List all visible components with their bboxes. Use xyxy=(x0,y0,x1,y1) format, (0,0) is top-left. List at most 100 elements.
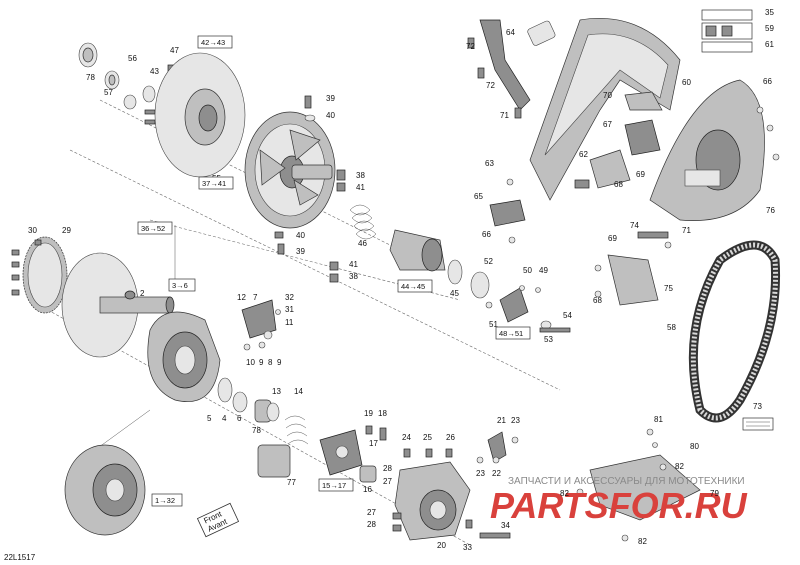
movable-sheave xyxy=(61,252,175,358)
callout-c20: 20 xyxy=(437,541,446,550)
callout-c46: 46 xyxy=(358,239,367,248)
callout-c9a: 9 xyxy=(259,358,264,367)
bushings-row xyxy=(217,377,309,478)
callout-c34: 34 xyxy=(501,521,510,530)
svg-text:48→51: 48→51 xyxy=(499,329,523,338)
part-number-callouts: 7856574347394055384130292464039413812732… xyxy=(28,8,775,552)
callout-c6: 6 xyxy=(237,414,242,423)
boxed-callout-b1517: 15→17 xyxy=(318,478,354,492)
callout-c82b: 82 xyxy=(560,489,569,498)
callout-c67: 67 xyxy=(603,120,612,129)
callout-c74: 74 xyxy=(630,221,639,230)
callout-c47: 47 xyxy=(170,46,179,55)
callout-c49: 49 xyxy=(539,266,548,275)
roller-arm xyxy=(241,299,281,351)
callout-c9b: 9 xyxy=(277,358,282,367)
callout-c78b: 78 xyxy=(252,426,261,435)
callout-c69a: 69 xyxy=(636,170,645,179)
callout-c31: 31 xyxy=(285,305,294,314)
callout-c23a: 23 xyxy=(511,416,520,425)
callout-c72a: 72 xyxy=(466,42,475,51)
ring-gear xyxy=(11,236,68,314)
clutch-spring xyxy=(274,204,446,283)
boxed-callout-b4851: 48→51 xyxy=(495,326,531,340)
callout-c81: 81 xyxy=(654,415,663,424)
callout-c57: 57 xyxy=(104,88,113,97)
callout-c17: 17 xyxy=(369,439,378,448)
callout-c40b: 40 xyxy=(296,231,305,240)
decal-73 xyxy=(742,417,774,431)
housing-cover xyxy=(392,448,511,541)
callout-c63: 63 xyxy=(485,159,494,168)
callout-c27b: 27 xyxy=(367,508,376,517)
sheave-parts-right xyxy=(447,259,571,333)
watermark: ЗАПЧАСТИ И АКСЕССУАРЫ ДЛЯ МОТОТЕХНИКИ PA… xyxy=(490,476,748,526)
callout-c39a: 39 xyxy=(326,94,335,103)
callout-c73: 73 xyxy=(753,402,762,411)
callout-c79: 79 xyxy=(710,489,719,498)
callout-c82c: 82 xyxy=(638,537,647,546)
callout-c75: 75 xyxy=(664,284,673,293)
callout-c32: 32 xyxy=(285,293,294,302)
callout-c33: 33 xyxy=(463,543,472,552)
drawing-code: 22L1517 xyxy=(4,553,36,562)
callout-c65: 65 xyxy=(474,192,483,201)
callout-c71: 71 xyxy=(500,111,509,120)
svg-text:1→32: 1→32 xyxy=(155,496,175,505)
callout-c25: 25 xyxy=(423,433,432,442)
callout-c12: 12 xyxy=(237,293,246,302)
callout-c38a: 38 xyxy=(356,171,365,180)
chaincase-frame xyxy=(467,17,681,201)
callout-c18: 18 xyxy=(378,409,387,418)
callout-c26: 26 xyxy=(446,433,455,442)
callout-c40a: 40 xyxy=(326,111,335,120)
callout-c30: 30 xyxy=(28,226,37,235)
svg-text:42→43: 42→43 xyxy=(201,38,225,47)
belt-guard-bracket xyxy=(576,428,701,542)
watermark-logo: PARTSFOR.RU xyxy=(490,485,748,526)
callout-c10: 10 xyxy=(246,358,255,367)
brackets-lower xyxy=(594,231,672,306)
callout-c5: 5 xyxy=(207,414,212,423)
callout-c14: 14 xyxy=(294,387,303,396)
callout-c35: 35 xyxy=(765,8,774,17)
callout-c54: 54 xyxy=(563,311,572,320)
drive-belt xyxy=(688,240,781,423)
callout-c28a: 28 xyxy=(383,464,392,473)
callout-c41b: 41 xyxy=(349,260,358,269)
callout-c38b: 38 xyxy=(349,272,358,281)
boxed-callout-b3652: 36→52 xyxy=(137,221,173,235)
callout-c82a: 82 xyxy=(675,462,684,471)
callout-c77: 77 xyxy=(287,478,296,487)
callout-c71b: 71 xyxy=(682,226,691,235)
callout-c78: 78 xyxy=(86,73,95,82)
right-cover xyxy=(649,79,780,221)
clutch-housing xyxy=(147,311,221,402)
ribbed-pulley xyxy=(244,95,346,229)
callout-c11: 11 xyxy=(285,318,294,327)
callout-c66b: 66 xyxy=(482,230,491,239)
watermark-tagline: ЗАПЧАСТИ И АКСЕССУАРЫ ДЛЯ МОТОТЕХНИКИ xyxy=(508,476,745,487)
callout-c28b: 28 xyxy=(367,520,376,529)
callout-c7: 7 xyxy=(253,293,258,302)
callout-c41a: 41 xyxy=(356,183,365,192)
boxed-callout-b36: 3→6 xyxy=(168,278,196,292)
boxed-callout-b132: 1→32 xyxy=(151,493,183,507)
svg-text:44→45: 44→45 xyxy=(401,282,425,291)
callout-c60: 60 xyxy=(682,78,691,87)
fixed-sheave xyxy=(154,52,246,178)
callout-c72b: 72 xyxy=(486,81,495,90)
callout-c70: 70 xyxy=(603,91,612,100)
driven-pulley-assembly xyxy=(64,444,146,536)
callout-c58: 58 xyxy=(667,323,676,332)
svg-text:15→17: 15→17 xyxy=(322,481,346,490)
callout-c69b: 69 xyxy=(608,234,617,243)
callout-c51: 51 xyxy=(489,320,498,329)
svg-text:36→52: 36→52 xyxy=(141,224,165,233)
callout-c80: 80 xyxy=(690,442,699,451)
callout-c22: 22 xyxy=(492,469,501,478)
boxed-callout-b4445: 44→45 xyxy=(397,279,433,293)
callout-c19: 19 xyxy=(364,409,373,418)
callout-c62: 62 xyxy=(579,150,588,159)
